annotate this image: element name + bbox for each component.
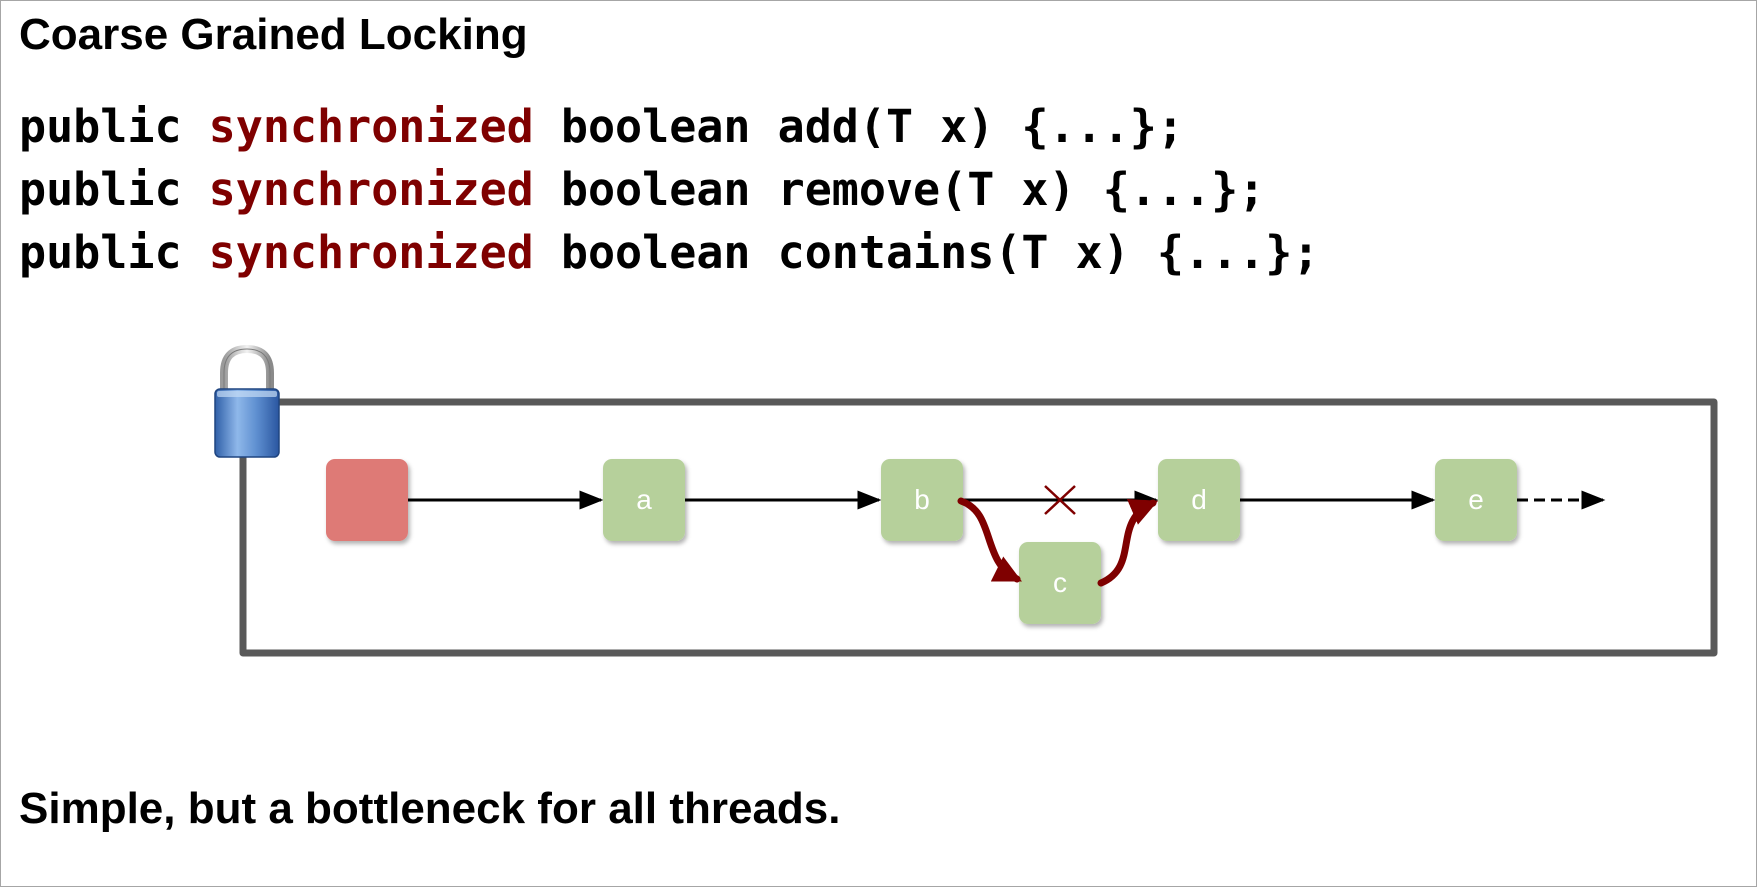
pointer-b-to-c-new [957, 497, 1023, 583]
lock-frame [239, 398, 1718, 657]
list-node-d: d [1158, 459, 1240, 541]
cross-mark-icon [1044, 485, 1076, 515]
list-node-e: e [1435, 459, 1517, 541]
code-signature: boolean add(T x) {...}; [560, 100, 1184, 153]
code-keyword-synchronized: synchronized [208, 226, 534, 279]
node-label: d [1191, 484, 1207, 515]
code-signature: boolean contains(T x) {...}; [560, 226, 1320, 279]
node-label: e [1468, 484, 1484, 515]
code-line-contains: public synchronized boolean contains(T x… [19, 225, 1319, 281]
code-signature: boolean remove(T x) {...}; [560, 163, 1266, 216]
list-node-head [326, 459, 408, 541]
code-line-add: public synchronized boolean add(T x) {..… [19, 99, 1184, 155]
list-node-c: c [1019, 542, 1101, 624]
list-node-a: a [603, 459, 685, 541]
pointer-c-to-d-new [1097, 498, 1159, 587]
code-line-remove: public synchronized boolean remove(T x) … [19, 162, 1265, 218]
node-label: b [914, 484, 930, 515]
code-keyword-synchronized: synchronized [208, 100, 534, 153]
footer-caption: Simple, but a bottleneck for all threads… [19, 784, 841, 833]
padlock-icon [214, 344, 280, 458]
node-label: c [1053, 567, 1067, 598]
code-modifier: public [19, 100, 182, 153]
code-modifier: public [19, 226, 182, 279]
slide-title: Coarse Grained Locking [19, 10, 528, 59]
node-label: a [636, 484, 652, 515]
code-keyword-synchronized: synchronized [208, 163, 534, 216]
list-node-b: b [881, 459, 963, 541]
code-modifier: public [19, 163, 182, 216]
